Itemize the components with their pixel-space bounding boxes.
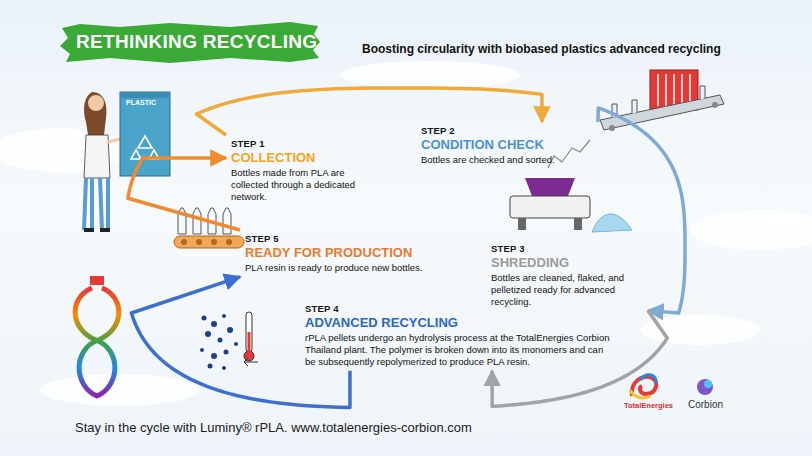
step-number: STEP 2 [421,125,593,136]
logo-icons [630,375,713,398]
step-heading: ADVANCED RECYCLING [305,315,615,330]
step-number: STEP 3 [491,243,643,254]
step-block: STEP 5READY FOR PRODUCTION PLA resin is r… [240,230,455,277]
logo-text: TotalEnergies [624,401,673,410]
step-description: Bottles are checked and sorted. [421,154,593,166]
step-description: Bottles made from PLA are collected thro… [231,167,371,203]
step-block: STEP 1COLLECTION Bottles made from PLA ar… [226,135,376,206]
step-heading: SHREDDING [491,255,643,270]
step-number: STEP 5 [245,233,450,244]
step-heading: COLLECTION [231,150,371,165]
circular-bottle-logo [75,276,119,396]
step-description: rPLA pellets undergo an hydrolysis proce… [305,332,615,368]
monomer-dots [200,314,238,370]
title-banner [60,22,320,63]
step-description: Bottles are cleaned, flaked, and pelleti… [491,272,643,308]
step-block: STEP 4ADVANCED RECYCLING rPLA pellets und… [300,300,620,371]
clouds [0,61,812,406]
shredder [510,140,632,232]
step-block: STEP 2CONDITION CHECK Bottles are checked… [416,122,598,169]
step-heading: CONDITION CHECK [421,137,593,152]
bin-label: PLASTIC [126,99,156,106]
cycle-arrow [128,158,240,230]
step-number: STEP 1 [231,138,371,149]
title: RETHINKING RECYCLING [76,31,317,53]
cycle-arrow [196,88,541,135]
step-block: STEP 3SHREDDING Bottles are cleaned, flak… [486,240,648,311]
subtitle: Boosting circularity with biobased plast… [362,42,721,56]
caption: Stay in the cycle with Luminy® rPLA. www… [75,420,472,435]
recycling-bin [120,92,170,176]
logo-text: Corbion [688,399,723,410]
thermometer [244,312,258,366]
conveyor [600,70,724,131]
step-number: STEP 4 [305,303,615,314]
step-description: PLA resin is ready to produce new bottle… [245,262,450,274]
step-heading: READY FOR PRODUCTION [245,245,450,260]
woman-figure [84,92,124,230]
